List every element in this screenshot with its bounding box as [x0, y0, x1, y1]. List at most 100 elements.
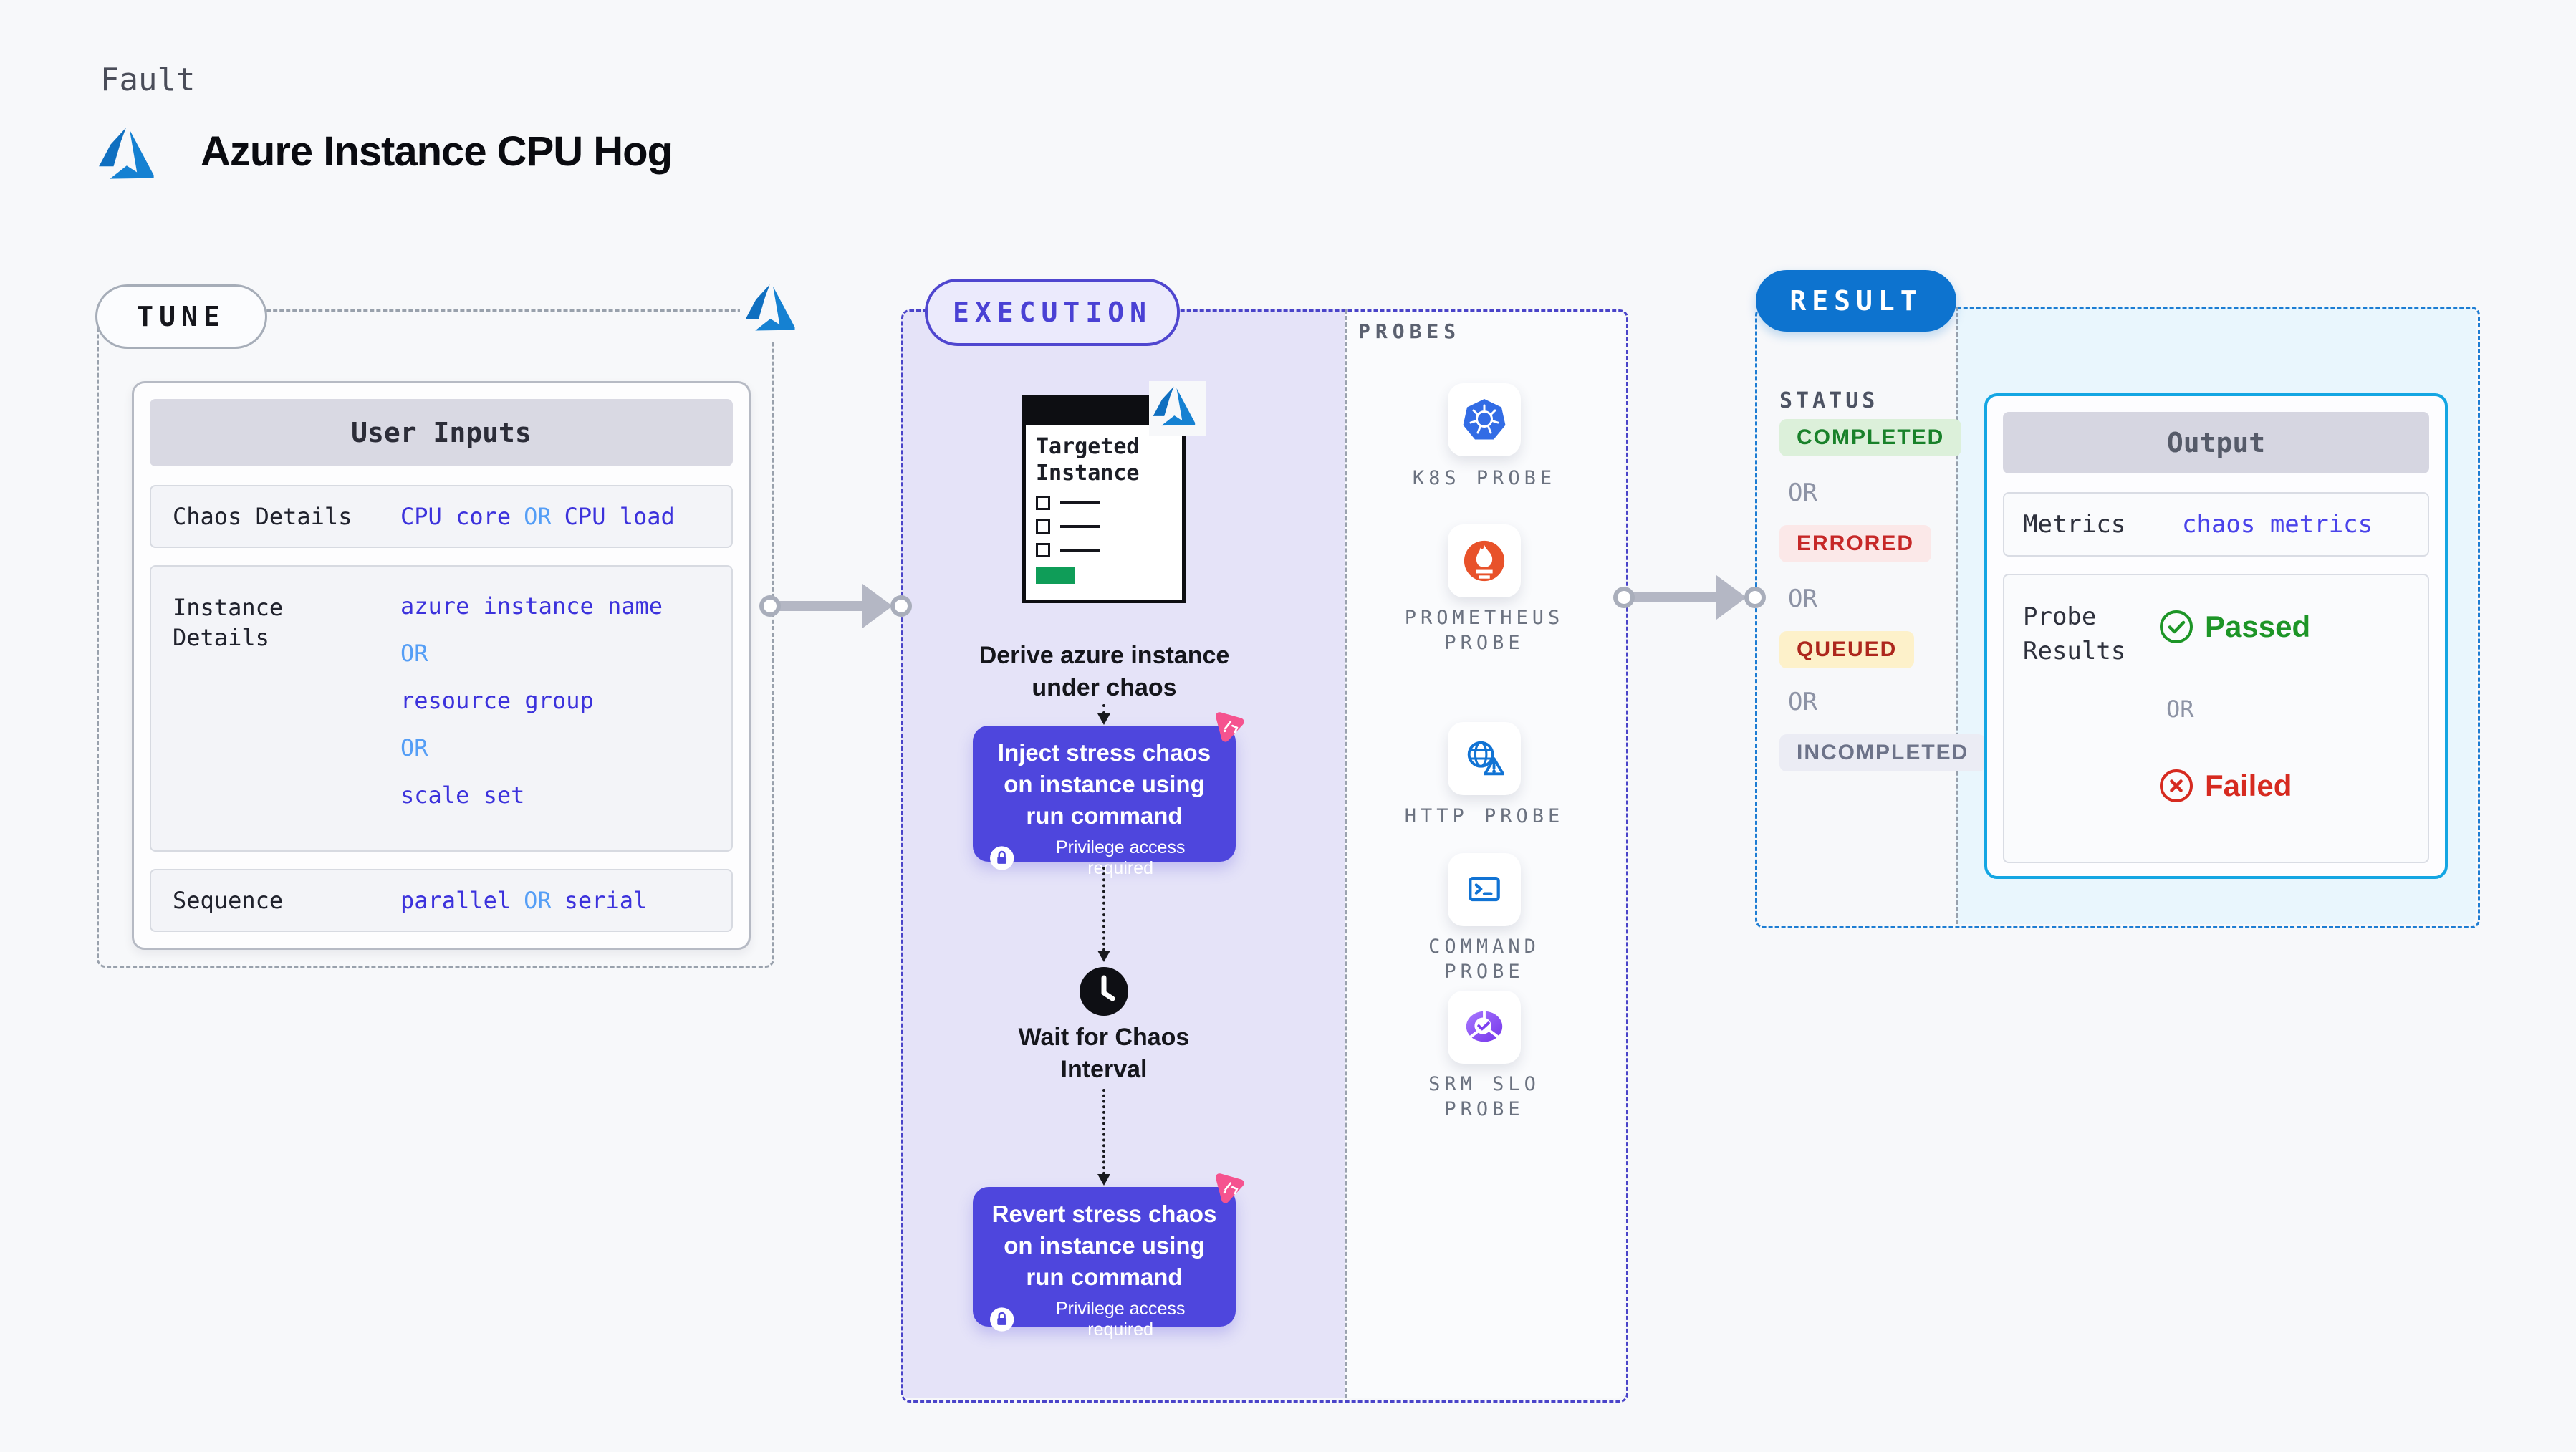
arrow-head	[862, 584, 893, 628]
chaos-details-row: Chaos Details CPU core OR CPU load	[150, 485, 733, 548]
targeted-instance-label: Targeted Instance	[1036, 433, 1182, 486]
status-badge-incompleted: INCOMPLETED	[1779, 734, 1986, 771]
checkbox-icon	[1036, 543, 1050, 557]
metrics-row: Metrics chaos metrics	[2003, 492, 2429, 557]
azure-logo-icon-small	[740, 278, 809, 342]
user-inputs-title: User Inputs	[150, 399, 733, 466]
or-separator: OR	[1788, 585, 1817, 613]
srm-slo-probe-card	[1448, 991, 1521, 1064]
or-separator: OR	[1788, 479, 1817, 507]
prometheus-probe-label: PROMETHEUS PROBE	[1404, 607, 1565, 654]
green-button-shape	[1036, 567, 1075, 584]
output-title: Output	[2003, 412, 2429, 473]
derive-caption-line2: under chaos	[1032, 674, 1177, 701]
inject-step-text: Inject stress chaos on instance using ru…	[997, 739, 1211, 829]
fault-kicker: Fault	[100, 62, 196, 98]
instance-details-value: azure instance name OR resource group OR…	[400, 567, 663, 850]
flow-connector	[1097, 704, 1110, 725]
arrow-endpoint	[890, 595, 912, 617]
sequence-option: serial	[564, 887, 648, 914]
execution-badge: EXECUTION	[925, 279, 1180, 346]
flow-connector	[1097, 867, 1110, 962]
checkbox-row	[1036, 543, 1182, 557]
result-section	[1755, 307, 2480, 928]
http-probe-card	[1448, 722, 1521, 795]
probe-results-label: Probe Results	[2004, 575, 2159, 862]
arrow-shaft	[1628, 592, 1721, 602]
privilege-label: Privilege access required	[1055, 1299, 1186, 1340]
check-circle-icon	[2160, 610, 2193, 643]
wait-caption-line2: Interval	[1060, 1056, 1148, 1083]
revert-step-text: Revert stress chaos on instance using ru…	[991, 1201, 1217, 1290]
status-badge-errored: ERRORED	[1779, 525, 1932, 562]
chaos-details-label: Chaos Details	[173, 503, 352, 530]
failed-label: Failed	[2205, 769, 2292, 802]
azure-logo-icon	[95, 122, 168, 191]
probes-title: PROBES	[1358, 319, 1461, 343]
privilege-row: Privilege access required	[990, 837, 1219, 879]
wait-caption: Wait for Chaos Interval	[984, 1021, 1224, 1086]
passed-label: Passed	[2205, 610, 2311, 643]
arrow-shaft	[774, 601, 867, 611]
chaos-knot-icon	[1209, 1169, 1248, 1210]
probe-results-row: Probe Results Passed OR Failed	[2003, 574, 2429, 863]
azure-logo-icon-window	[1149, 381, 1206, 436]
text-line	[1060, 549, 1100, 552]
kubernetes-icon	[1463, 399, 1506, 440]
lock-icon	[990, 846, 1014, 870]
checkbox-icon	[1036, 496, 1050, 510]
http-probe-icon	[1467, 741, 1505, 776]
instance-option: scale set	[400, 782, 525, 809]
or-separator: OR	[524, 503, 552, 530]
status-badge-queued: QUEUED	[1779, 631, 1915, 668]
derive-caption: Derive azure instance under chaos	[973, 640, 1236, 704]
failed-line: Failed	[2159, 769, 2310, 803]
prometheus-probe-card	[1448, 524, 1521, 597]
metrics-label: Metrics	[2023, 510, 2126, 539]
sequence-row: Sequence parallel OR serial	[150, 869, 733, 932]
instance-details-label: Instance Details	[173, 594, 284, 651]
text-line	[1060, 501, 1100, 504]
sequence-label: Sequence	[173, 887, 284, 914]
k8s-probe-card	[1448, 383, 1521, 456]
chaos-knot-icon	[1209, 708, 1248, 749]
checkbox-row	[1036, 496, 1182, 510]
srm-slo-probe-icon	[1466, 1009, 1503, 1042]
probe-results-values: Passed OR Failed	[2159, 575, 2310, 862]
k8s-probe-label: K8S PROBE	[1412, 467, 1557, 489]
probes-divider	[1345, 309, 1347, 1398]
connector-arrowhead	[1097, 951, 1110, 962]
flow-connector	[1097, 1089, 1110, 1186]
lock-icon	[990, 1307, 1014, 1332]
chaos-option: CPU core	[400, 503, 511, 530]
or-separator: OR	[400, 734, 428, 761]
prometheus-icon	[1464, 540, 1505, 582]
http-probe-label: HTTP PROBE	[1404, 805, 1565, 827]
derive-caption-line1: Derive azure instance	[979, 642, 1230, 669]
clock-icon	[1078, 966, 1130, 1021]
revert-step-node: Revert stress chaos on instance using ru…	[973, 1187, 1236, 1340]
passed-line: Passed	[2159, 610, 2310, 644]
or-separator: OR	[1788, 688, 1817, 716]
status-title: STATUS	[1779, 388, 1879, 413]
text-line	[1060, 525, 1100, 528]
checkbox-icon	[1036, 519, 1050, 534]
arrow-head	[1716, 575, 1746, 620]
execution-section	[901, 309, 1628, 1403]
instance-option: azure instance name	[400, 592, 663, 620]
inject-step-node: Inject stress chaos on instance using ru…	[973, 726, 1236, 878]
checkbox-row	[1036, 519, 1182, 534]
command-probe-label: COMMAND PROBE	[1428, 936, 1540, 983]
probe-results-label-line2: Results	[2023, 637, 2126, 665]
wait-caption-line1: Wait for Chaos	[1018, 1024, 1190, 1051]
metrics-value: chaos metrics	[2182, 510, 2373, 539]
chaos-details-value: CPU core OR CPU load	[400, 503, 675, 530]
tune-badge: TUNE	[95, 284, 267, 349]
tune-section	[97, 309, 774, 968]
command-probe-card	[1448, 853, 1521, 926]
arrow-endpoint	[1744, 587, 1766, 608]
privilege-row: Privilege access required	[990, 1299, 1219, 1340]
targeted-instance-line1: Targeted	[1036, 434, 1140, 459]
status-badge-completed: COMPLETED	[1779, 419, 1962, 456]
privilege-label: Privilege access required	[1055, 837, 1186, 878]
